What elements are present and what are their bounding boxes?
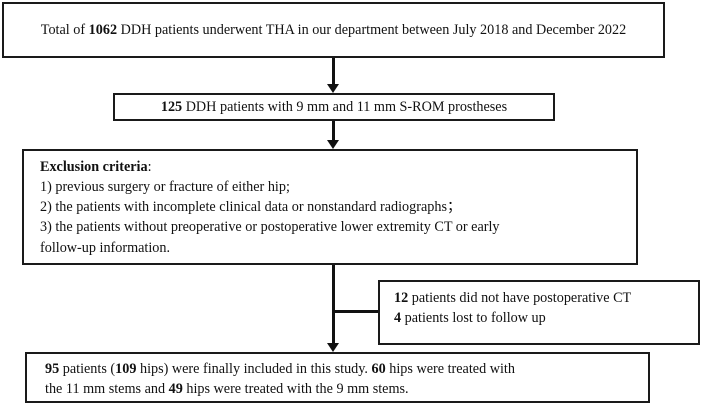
branch-to-excluded-line (334, 310, 380, 313)
final-11mm-hips-count: 60 (371, 361, 386, 377)
exclusion-criteria-heading: Exclusion criteria: (40, 157, 652, 177)
final-hips-label: hips) were finally included in this stud… (136, 361, 372, 377)
arrow-exclusion-to-final-head (327, 343, 339, 352)
exclusion-criteria-item: follow-up information. (40, 239, 171, 256)
arrow-total-to-cohort-line (332, 58, 335, 85)
eligible-cohort-description: DDH patients with 9 mm and 11 mm S-ROM p… (182, 98, 508, 115)
final-included-line2: the 11 mm stems and 49 hips were treated… (45, 379, 666, 399)
excluded-lost-followup-label: patients lost to follow up (401, 310, 546, 327)
excluded-no-ct-count: 12 (394, 290, 409, 306)
final-included-line1: 95 patients (109 hips) were finally incl… (45, 359, 666, 379)
arrow-cohort-to-exclusion-line (332, 121, 335, 141)
final-patients-count: 95 (45, 361, 60, 377)
total-cohort-count: 1062 (88, 21, 118, 38)
excluded-patients-text: 12 patients did not have postoperative C… (380, 282, 709, 334)
exclusion-criteria-heading-label: Exclusion criteria (40, 159, 148, 175)
exclusion-criteria-text: Exclusion criteria: 1) previous surgery … (24, 151, 660, 264)
final-line2-pre: the 11 mm stems and (45, 381, 169, 398)
arrow-exclusion-to-final-line (332, 265, 335, 345)
exclusion-criteria-item: 1) previous surgery or fracture of eithe… (40, 179, 290, 196)
exclusion-criteria-heading-colon: : (147, 159, 152, 175)
excluded-patients-box: 12 patients did not have postoperative C… (378, 280, 700, 345)
final-9mm-hips-count: 49 (168, 381, 183, 398)
total-cohort-line1-post: DDH patients underwent THA in our depart… (117, 21, 533, 38)
total-cohort-line1-pre: Total of (40, 21, 89, 38)
arrow-cohort-to-exclusion-head (327, 140, 339, 149)
excluded-no-ct-label: patients did not have postoperative CT (408, 290, 632, 306)
arrow-total-to-cohort-head (327, 84, 339, 93)
final-9mm-hips-label: hips were treated with the 9 mm stems. (182, 381, 409, 398)
exclusion-criteria-item: 3) the patients without preoperative or … (40, 219, 500, 236)
exclusion-criteria-item: 2) the patients with incomplete clinical… (40, 199, 462, 216)
final-hips-count: 109 (115, 361, 137, 377)
eligible-cohort-text: 125 DDH patients with 9 mm and 11 mm S-R… (115, 97, 553, 117)
eligible-cohort-box: 125 DDH patients with 9 mm and 11 mm S-R… (113, 93, 555, 121)
excluded-lost-followup-count: 4 (394, 310, 402, 327)
excluded-patients-line2: 4 patients lost to follow up (394, 308, 709, 328)
total-cohort-text: Total of 1062 DDH patients underwent THA… (4, 20, 663, 40)
final-included-text: 95 patients (109 hips) were finally incl… (27, 354, 674, 404)
eligible-cohort-count: 125 (160, 98, 183, 115)
excluded-patients-line1: 12 patients did not have postoperative C… (394, 288, 709, 308)
final-included-box: 95 patients (109 hips) were finally incl… (25, 352, 650, 403)
final-patients-label: patients ( (59, 361, 116, 377)
final-11mm-hips-label: hips were treated with (385, 361, 515, 377)
total-cohort-box: Total of 1062 DDH patients underwent THA… (2, 2, 665, 58)
exclusion-criteria-box: Exclusion criteria: 1) previous surgery … (22, 149, 638, 265)
total-cohort-line2: December 2022 (536, 21, 627, 38)
